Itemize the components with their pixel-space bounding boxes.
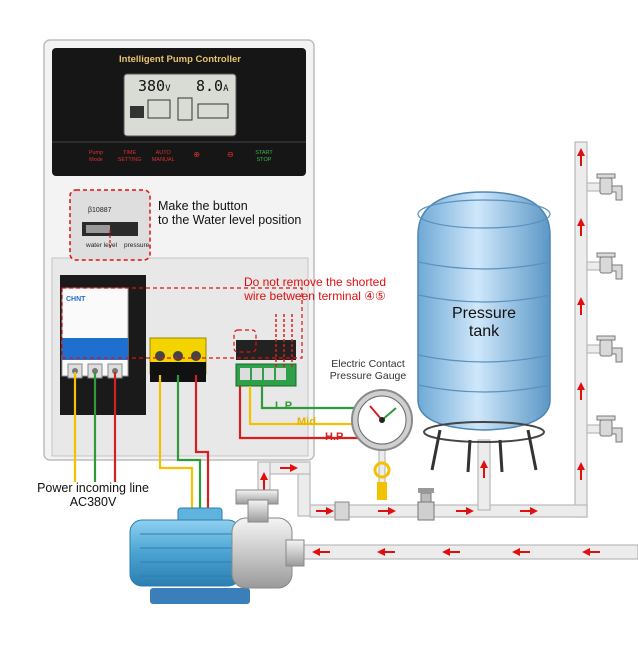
lp-label: L.P [275, 400, 293, 412]
terminal-block [149, 337, 207, 382]
note-line: Make the button [158, 199, 248, 213]
faucet-icon [596, 252, 623, 280]
controller-button-row: Pump Mode TIME SETTING AUTO MANUAL ⊕ ⊖ S… [82, 150, 278, 170]
button-label: Mode [89, 156, 103, 163]
shorted-wire-warning: Do not remove the shorted wire between t… [210, 275, 420, 304]
circuit-breaker [61, 287, 129, 379]
gate-valve-icon [417, 488, 435, 521]
mid-label: Mid [297, 416, 316, 428]
gauge-label-line: Electric Contact [331, 358, 405, 370]
faucets [596, 173, 623, 443]
button-label: AUTO [155, 150, 171, 156]
button-label: SETTING [117, 156, 142, 163]
auto-manual-button[interactable]: AUTO MANUAL [149, 150, 177, 170]
increase-button[interactable]: ⊕ [183, 150, 211, 170]
voltage-value: 380 [138, 77, 166, 95]
pressure-gauge [351, 389, 413, 500]
faucet-icon [596, 335, 623, 363]
button-position-note: Make the button to the Water level posit… [158, 199, 301, 228]
voltage-readout: 380V [138, 77, 171, 95]
breaker-brand: CHNT [66, 296, 86, 303]
mode-switch-inset [69, 189, 151, 261]
gauge-label-line: Pressure Gauge [329, 370, 407, 383]
hp-label: H.P [325, 431, 344, 443]
tank-label-line: tank [468, 323, 500, 341]
current-readout: 8.0A [196, 77, 229, 95]
power-incoming-label: Power incoming line AC380V [28, 481, 158, 510]
minus-icon: ⊖ [227, 150, 234, 159]
warning-line: wire between terminal ④⑤ [244, 288, 386, 303]
switch-label-water-level: water level [86, 242, 118, 249]
tank-label-line: Pressure [451, 305, 517, 322]
current-value: 8.0 [196, 77, 224, 95]
plus-icon: ⊕ [193, 150, 201, 159]
switch-label-pressure: pressure [124, 242, 150, 249]
note-line: to the Water level position [158, 213, 302, 228]
pipe-union-icon [334, 501, 350, 521]
start-stop-button[interactable]: START STOP [250, 150, 278, 170]
current-unit: A [223, 84, 229, 94]
decrease-button[interactable]: ⊖ [216, 150, 244, 170]
faucet-icon [596, 173, 623, 201]
button-label: MANUAL [151, 156, 175, 163]
button-label: STOP [256, 156, 272, 163]
warning-line: Do not remove the shorted [243, 275, 387, 289]
button-label: START [255, 150, 273, 156]
switch-code: β10887 [88, 207, 112, 214]
button-label: Pump [88, 150, 104, 156]
flow-arrows [260, 148, 600, 556]
pump-mode-button[interactable]: Pump Mode [82, 150, 110, 170]
power-label-line: AC380V [69, 495, 117, 510]
pressure-tank [417, 191, 551, 473]
lcd-screen [123, 73, 237, 137]
water-pump [129, 489, 305, 604]
time-setting-button[interactable]: TIME SETTING [116, 150, 144, 170]
power-label-line: Power incoming line [37, 481, 149, 495]
voltage-unit: V [165, 84, 171, 94]
faucet-icon [596, 415, 623, 443]
button-label: TIME [123, 150, 137, 156]
gauge-label: Electric Contact Pressure Gauge [320, 358, 416, 382]
controller-title: Intelligent Pump Controller [119, 54, 241, 65]
control-terminal-strip [235, 340, 297, 387]
wires [73, 230, 360, 510]
tank-label: Pressure tank [434, 305, 534, 342]
